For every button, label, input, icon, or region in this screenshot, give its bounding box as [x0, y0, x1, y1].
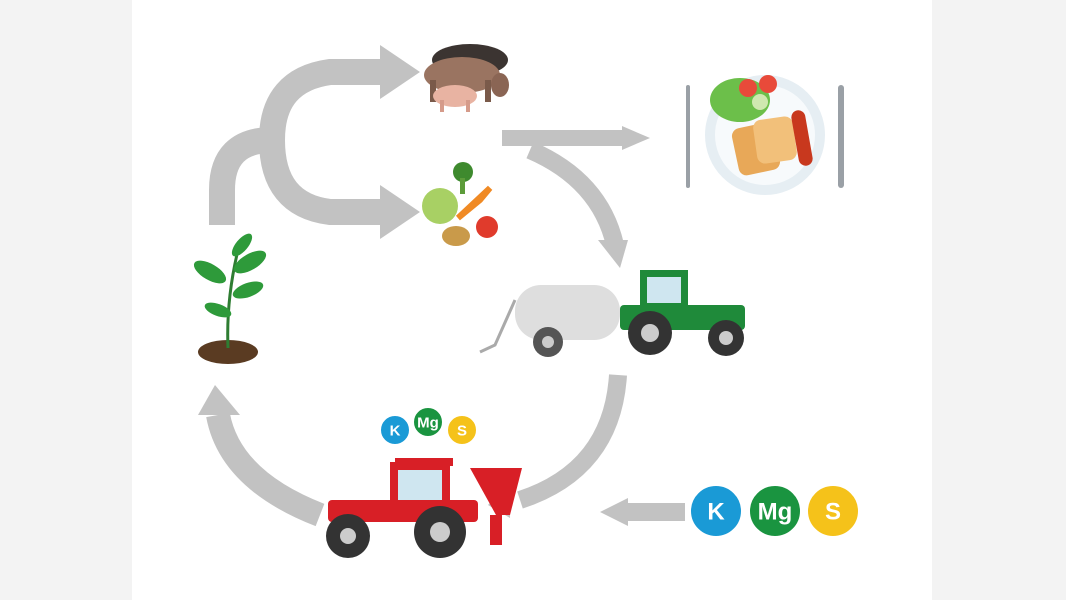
arrow-to-slurry-tanker — [526, 141, 624, 248]
food-plate-icon — [686, 75, 844, 195]
nutrient-symbol: K — [390, 423, 401, 440]
arrow-to-fertilizer-spreader — [517, 374, 627, 509]
fork-icon — [686, 85, 690, 188]
nutrient-badge-mg: Mg — [748, 484, 802, 538]
fertilizer-spreader-tractor-icon — [326, 458, 522, 558]
knife-icon — [838, 85, 844, 188]
nutrient-badge-s: S — [806, 484, 860, 538]
plant-seedling-icon — [193, 233, 267, 364]
nutrient-badge-mg: Mg — [412, 406, 444, 438]
vegetables-icon — [422, 162, 498, 246]
arrow-plant-to-vegetables — [259, 139, 385, 225]
nutrient-symbol: S — [457, 423, 467, 440]
slurry-tanker-tractor-icon — [479, 270, 745, 357]
nutrient-symbol: K — [707, 499, 725, 526]
arrow-plant-to-livestock — [209, 59, 385, 225]
cycle-arrows — [206, 59, 685, 527]
nutrient-badges-large: K Mg S — [689, 484, 860, 538]
nutrient-symbol: Mg — [417, 415, 439, 432]
nutrient-badges-small: K Mg S — [379, 406, 478, 446]
nutrient-badge-s: S — [446, 414, 478, 446]
nutrient-badge-k: K — [379, 414, 411, 446]
nutrient-symbol: S — [825, 499, 841, 526]
nutrient-symbol: Mg — [758, 499, 793, 526]
arrow-to-plant — [206, 412, 325, 527]
livestock-icon — [424, 44, 509, 112]
nutrient-badge-k: K — [689, 484, 743, 538]
